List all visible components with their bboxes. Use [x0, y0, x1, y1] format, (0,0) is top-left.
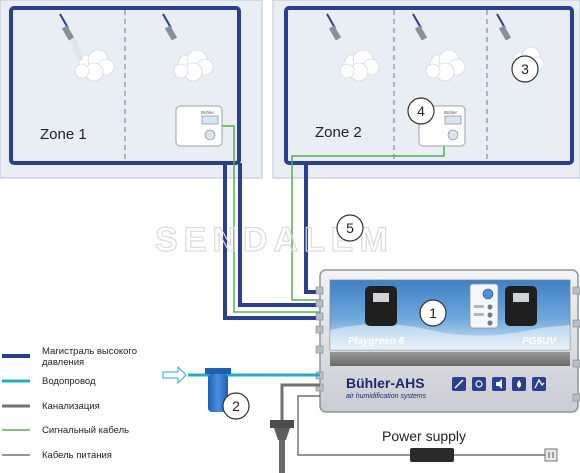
callout-3-number: 3: [521, 61, 529, 77]
zone-2: Zone 2: [272, 0, 580, 179]
legend-label: Кабель питания: [42, 450, 112, 461]
controller-steel-strip: [330, 352, 570, 366]
zone-1: Zone 1: [0, 0, 263, 179]
legend-item-water: Водопровод: [2, 376, 96, 387]
controller-model-right: PG6UV: [522, 336, 557, 347]
drain-line: [280, 383, 320, 420]
zone-2-high-pressure-loop: [284, 6, 574, 165]
status-alarm-icon: [532, 377, 546, 391]
humidity-sensor-zone-1: Bühler: [175, 105, 223, 147]
callout-4-number: 4: [417, 103, 425, 119]
callout-2: 2: [222, 392, 250, 420]
controller-model-left: Playgreen 6: [348, 336, 405, 347]
signal-cable-lines: [222, 125, 445, 313]
controller-ports: [315, 286, 580, 402]
status-network-icon: [472, 377, 486, 391]
callout-3: 3: [511, 55, 539, 83]
nozzle: [412, 13, 466, 82]
playgreen-controller: Playgreen 6 PG6UV Bühler-AHS air humidif…: [315, 269, 580, 413]
status-icon-row: [452, 377, 546, 391]
nozzle: [59, 13, 115, 82]
callout-5: 5: [336, 214, 364, 242]
control-panel: [469, 283, 499, 329]
status-water-icon: [512, 377, 526, 391]
callout-2-number: 2: [232, 398, 240, 414]
controller-tagline: air humidification systems: [346, 393, 427, 400]
nozzle: [326, 13, 380, 82]
nozzle-group: [59, 13, 545, 82]
power-supply-label: Power supply: [382, 428, 466, 444]
callout-1: 1: [419, 299, 447, 327]
status-sound-icon: [492, 377, 506, 391]
zone-1-high-pressure-loop: [9, 6, 241, 165]
zone-2-label: Zone 2: [315, 124, 362, 141]
controller-brand: Bühler-AHS: [346, 375, 425, 391]
legend-label: Водопровод: [42, 376, 96, 387]
legend-item-drain: Канализация: [2, 401, 100, 412]
nozzle: [162, 13, 214, 82]
power-plug-icon: [544, 448, 558, 462]
legend-item-signal: Сигнальный кабель: [2, 425, 129, 436]
callout-4: 4: [407, 97, 435, 125]
water-supply-line: [162, 365, 320, 385]
legend-label: Магистраль высокого давления: [42, 346, 140, 368]
power-cable: [297, 395, 545, 456]
zone-1-box: [0, 0, 263, 179]
pump-left-icon: [365, 286, 397, 326]
status-pressure-icon: [452, 377, 466, 391]
callout-1-number: 1: [429, 305, 437, 321]
legend-label: Сигнальный кабель: [42, 425, 129, 436]
pump-right-icon: [505, 286, 537, 326]
sensor-brand-label: Bühler: [201, 110, 215, 115]
legend-item-power: Кабель питания: [2, 450, 112, 461]
drain-funnel: [270, 420, 294, 473]
callout-5-number: 5: [346, 220, 354, 236]
legend-item-high-pressure: Магистраль высокого давления: [2, 346, 140, 368]
sensor-brand-label: Bühler: [444, 110, 458, 115]
legend-label: Канализация: [42, 401, 100, 412]
zone-2-box: [272, 0, 580, 179]
power-supply-unit: [410, 448, 454, 462]
legend: Магистраль высокого давления Водопровод …: [2, 346, 140, 461]
zone-1-label: Zone 1: [40, 126, 87, 143]
